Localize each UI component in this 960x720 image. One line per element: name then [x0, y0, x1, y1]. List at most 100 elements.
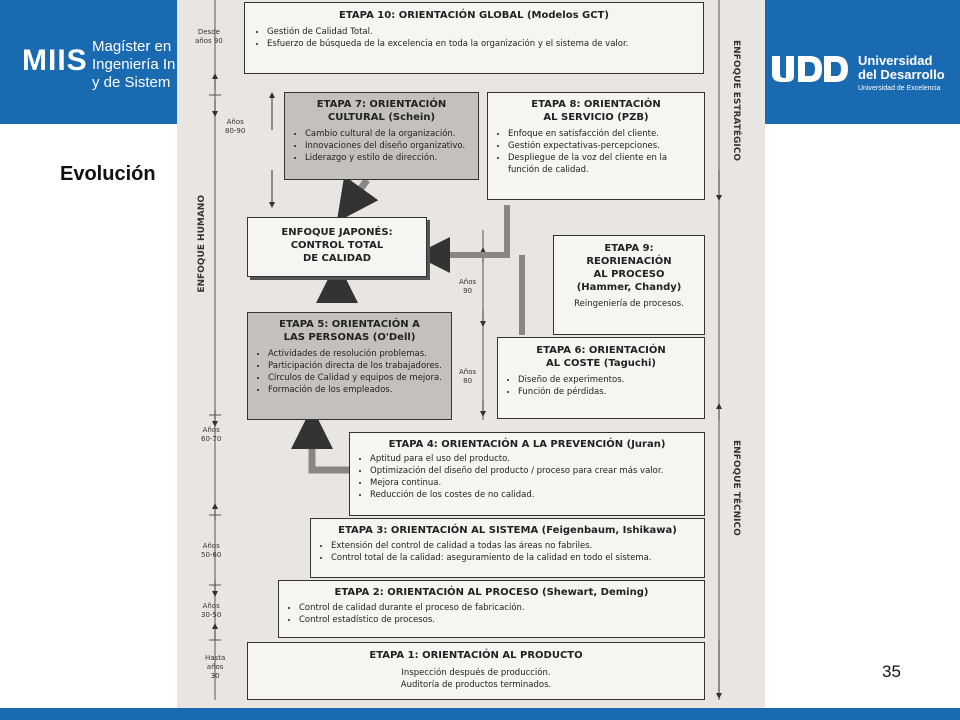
stage-title-line: ETAPA 7: ORIENTACIÓN	[316, 99, 447, 110]
era-label-line: 60-70	[201, 435, 222, 443]
stage-item: Reducción de los costes de no calidad.	[370, 489, 698, 501]
stage-title-line: CONTROL TOTAL	[290, 240, 384, 251]
university-name-line: Universidad	[858, 53, 933, 68]
stage-9-box: ETAPA 9: REORIENACIÓN AL PROCESO (Hammer…	[553, 235, 705, 335]
stage-title-line: DE CALIDAD	[302, 253, 372, 264]
stage-item: Liderazgo y estilo de dirección.	[305, 152, 472, 164]
flow-arrow-s8-to-jp	[414, 205, 510, 273]
stage-title-line: AL COSTE (Taguchi)	[546, 358, 656, 369]
stage-4-box: ETAPA 4: ORIENTACIÓN A LA PREVENCIÓN (Ju…	[349, 432, 705, 516]
stage-content: Reingeniería de procesos.	[574, 299, 684, 309]
stage-title: ETAPA 2: ORIENTACIÓN AL PROCESO (Shewart…	[334, 587, 649, 598]
stage-item: Gestión expectativas-percepciones.	[508, 140, 698, 152]
stage-items: Control de calidad durante el proceso de…	[285, 602, 698, 626]
university-tagline: Universidad de Excelencia	[858, 85, 941, 92]
stage-items: Diseño de experimentos. Función de pérdi…	[504, 374, 698, 398]
era-label: Años 80	[459, 368, 476, 386]
stage-3-box: ETAPA 3: ORIENTACIÓN AL SISTEMA (Feigenb…	[310, 518, 705, 578]
stage-item: Control estadístico de procesos.	[299, 614, 698, 626]
era-label-line: 90	[463, 287, 473, 295]
stage-title-line: AL SERVICIO (PZB)	[543, 112, 649, 123]
udd-logo-icon	[772, 56, 848, 82]
stage-title-line: REORIENACIÓN	[586, 256, 672, 267]
stage-items: Actividades de resolución problemas. Par…	[254, 348, 445, 396]
stage-items: Cambio cultural de la organización. Inno…	[291, 128, 472, 164]
stage-item: Control de calidad durante el proceso de…	[299, 602, 698, 614]
era-label-line: años 90	[195, 37, 223, 45]
miis-subtitle-line: Magíster en	[92, 38, 172, 55]
stage-title-line: ETAPA 9:	[604, 243, 654, 254]
era-label: Años 30-50	[201, 602, 221, 620]
miis-subtitle-line: Ingeniería In	[92, 56, 176, 73]
stage-content: Inspección después de producción.	[401, 668, 551, 678]
era-label: Años 80-90	[225, 118, 245, 136]
stage-items: Aptitud para el uso del producto. Optimi…	[356, 453, 698, 501]
side-label-technical: ENFOQUE TÉCNICO	[731, 440, 741, 536]
stage-item: Control total de la calidad: aseguramien…	[331, 552, 698, 564]
stage-content: Auditoría de productos terminados.	[400, 680, 552, 690]
stage-item: Mejora continua.	[370, 477, 698, 489]
stage-title-line: ETAPA 6: ORIENTACIÓN	[536, 345, 666, 356]
era-label-line: Años	[226, 118, 244, 126]
era-label-line: 80	[463, 377, 473, 385]
stage-item: Despliegue de la voz del cliente en la f…	[508, 152, 698, 176]
era-label-line: Hasta	[205, 654, 226, 662]
stage-8-box: ETAPA 8: ORIENTACIÓN AL SERVICIO (PZB) E…	[487, 92, 705, 200]
page-number: 35	[882, 662, 901, 681]
era-label-line: Años	[459, 368, 477, 376]
stage-item: Diseño de experimentos.	[518, 374, 698, 386]
stage-title-line: ETAPA 5: ORIENTACIÓN A	[279, 319, 420, 330]
stage-10-box: ETAPA 10: ORIENTACIÓN GLOBAL (Modelos GC…	[244, 2, 704, 74]
side-label-strategic: ENFOQUE ESTRATÉGICO	[731, 40, 741, 161]
flow-arrow-s7-to-jp	[336, 175, 379, 223]
miis-subtitle-line: y de Sistem	[92, 74, 171, 91]
era-label: Años 50-60	[201, 542, 221, 560]
stage-item: Esfuerzo de búsqueda de la excelencia en…	[267, 38, 695, 50]
era-label: Desde años 90	[195, 28, 223, 46]
stage-item: Gestión de Calidad Total.	[267, 26, 695, 38]
slide-title: Evolución	[60, 163, 156, 185]
stage-items: Extensión del control de calidad a todas…	[317, 540, 698, 564]
stage-7-box: ETAPA 7: ORIENTACIÓN CULTURAL (Schein) C…	[284, 92, 479, 180]
stage-5-box: ETAPA 5: ORIENTACIÓN A LAS PERSONAS (O'D…	[247, 312, 452, 420]
stage-2-box: ETAPA 2: ORIENTACIÓN AL PROCESO (Shewart…	[278, 580, 705, 638]
era-label-line: Años	[202, 602, 220, 610]
university-name-line: del Desarrollo	[858, 67, 945, 82]
era-label-line: años	[206, 663, 224, 671]
quality-evolution-diagram: Desde años 90 Años 80-90 Años 90 Años 80…	[177, 0, 765, 720]
stage-item: Participación directa de los trabajadore…	[268, 360, 445, 372]
era-label-line: 30	[210, 672, 220, 680]
stage-title-line: (Hammer, Chandy)	[576, 282, 682, 293]
stage-title-line: CULTURAL (Schein)	[327, 112, 436, 123]
stage-title: ETAPA 10: ORIENTACIÓN GLOBAL (Modelos GC…	[339, 10, 609, 21]
flow-arrow-s4-to-s5	[291, 407, 352, 474]
era-label: Años 90	[459, 278, 476, 296]
side-label-human: ENFOQUE HUMANO	[197, 195, 207, 293]
miis-subtitle: Magíster en Ingeniería In y de Sistem	[92, 38, 175, 92]
era-label: Hasta años 30	[205, 654, 225, 681]
stage-1-box: ETAPA 1: ORIENTACIÓN AL PRODUCTO Inspecc…	[247, 642, 705, 700]
stage-item: Cambio cultural de la organización.	[305, 128, 472, 140]
stage-items: Gestión de Calidad Total. Esfuerzo de bú…	[253, 26, 695, 50]
stage-item: Aptitud para el uso del producto.	[370, 453, 698, 465]
stage-title: ETAPA 1: ORIENTACIÓN AL PRODUCTO	[369, 650, 583, 661]
era-label-line: Años	[202, 542, 220, 550]
footer-bar	[0, 708, 960, 720]
university-name: Universidad del Desarrollo Universidad d…	[858, 54, 945, 96]
stage-6-box: ETAPA 6: ORIENTACIÓN AL COSTE (Taguchi) …	[497, 337, 705, 419]
stage-item: Optimización del diseño del producto / p…	[370, 465, 698, 477]
stage-title: ETAPA 4: ORIENTACIÓN A LA PREVENCIÓN (Ju…	[388, 439, 666, 450]
stage-title-line: ETAPA 8: ORIENTACIÓN	[531, 99, 661, 110]
era-label: Años 60-70	[201, 426, 221, 444]
stage-title-line: LAS PERSONAS (O'Dell)	[283, 332, 416, 343]
era-label-line: 80-90	[225, 127, 246, 135]
stage-items: Enfoque en satisfacción del cliente. Ges…	[494, 128, 698, 176]
diagram-connectors	[209, 0, 722, 700]
stage-title-line: AL PROCESO	[593, 269, 665, 280]
era-label-line: Años	[202, 426, 220, 434]
era-label-line: 50-60	[201, 551, 222, 559]
japanese-approach-box: ENFOQUE JAPONÉS: CONTROL TOTAL DE CALIDA…	[247, 217, 427, 277]
stage-item: Innovaciones del diseño organizativo.	[305, 140, 472, 152]
miis-logo: MIIS	[22, 44, 88, 77]
era-label-line: Desde	[197, 28, 220, 36]
